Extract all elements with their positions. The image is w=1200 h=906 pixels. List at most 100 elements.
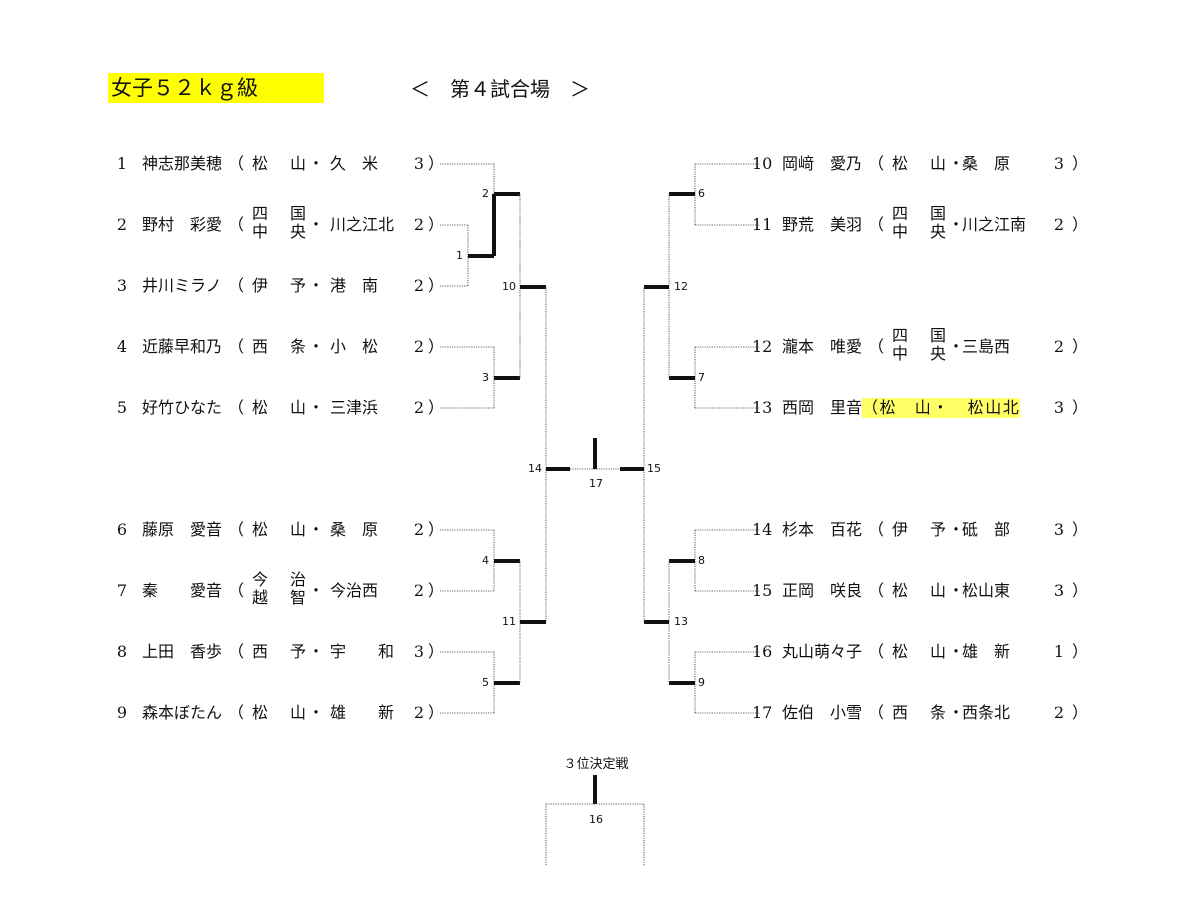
entry-paren: （ [868,215,885,234]
entry-seed: 5 [116,398,128,417]
match-number: 5 [482,676,489,689]
entry-pref: 四 中 [251,204,268,241]
entry-sep: ・ [948,642,965,661]
entry-name: 西岡 里音 [782,398,863,417]
entry-sep: ・ [308,215,325,234]
page-title: 女子５２ｋｇ級 [108,73,324,103]
entry-pref: 山 [289,398,306,417]
entry-pref: 松 [251,154,268,173]
entry-school: 砥 部 [962,520,1011,539]
match-number: 4 [482,554,489,567]
entry-school: 港 南 [330,276,379,295]
entry-pref: 予 [929,520,946,539]
entry-pref: 伊 [251,276,268,295]
entry-grade: 1 [1053,642,1065,661]
entry-school: 西条北 [962,703,1011,722]
entry-paren: （ [868,337,885,356]
entry-seed: 10 [752,154,773,173]
entry-pref: 条 [289,337,306,356]
entry-sep: ・ [308,154,325,173]
entry-name: 杉本 百花 [782,520,863,539]
entry-sep: ・ [948,215,965,234]
entry-school: 松山東 [962,581,1011,600]
entry-name: 瀧本 唯愛 [782,337,863,356]
entry-seed: 11 [752,215,773,234]
entry-grade: 2 [413,215,425,234]
entry-pref: 松 [251,703,268,722]
entry-pref: 四 中 [891,204,908,241]
entry-name: 井川ミラノ [142,276,222,295]
match-number: 6 [698,187,705,200]
entry-grade: 2 [413,337,425,356]
entry-seed: 3 [116,276,128,295]
entry-school: 三津浜 [330,398,379,417]
entry-paren: ） [1072,520,1089,539]
entry-paren: （ [868,520,885,539]
entry-paren: （ [228,703,245,722]
match-number: 9 [698,676,705,689]
entry-seed: 16 [752,642,773,661]
entry-pref: 西 [251,337,268,356]
entry-paren: （ [868,703,885,722]
entry-grade: 2 [413,520,425,539]
entry-seed: 17 [752,703,773,722]
match-number: 13 [674,615,688,628]
match-number: 1 [456,249,463,262]
entry-paren: ） [428,215,445,234]
entry-pref: 予 [289,276,306,295]
entry-school: 宇 和 [330,642,395,661]
entry-paren: （ [228,215,245,234]
entry-name: 好竹ひなた [142,398,223,417]
entry-name: 丸山萌々子 [782,642,863,661]
entry-pref: 山 [289,520,306,539]
entry-paren: （ [228,642,245,661]
entry-pref: 伊 [891,520,908,539]
entry-sep: ・ [948,520,965,539]
entry-grade: 2 [413,276,425,295]
entry-pref: 山 [929,154,946,173]
entry-grade: 3 [413,154,425,173]
match-number: 3 [482,371,489,384]
entry-paren: ） [428,703,445,722]
entry-sep: ・ [308,398,325,417]
entry-grade: 3 [413,642,425,661]
entry-paren: ） [1072,337,1089,356]
entry-seed: 6 [116,520,128,539]
entry-pref: 今 越 [251,570,268,607]
entry-school: 桑 原 [962,154,1011,173]
entry-seed: 15 [752,581,773,600]
entry-paren: ） [428,520,445,539]
match-number: 12 [674,280,688,293]
match-number: 2 [482,187,489,200]
entry-pref: 治 智 [289,570,306,607]
match-number: 8 [698,554,705,567]
entry-pref: 山 [929,642,946,661]
entry-paren: （ [228,337,245,356]
entry-school: 川之江北 [330,215,395,234]
entry-paren: ） [428,154,445,173]
entry-paren: （ [228,398,245,417]
entry-name: 上田 香歩 [142,642,223,661]
entry-grade: 2 [1053,703,1065,722]
entry-seed: 7 [116,581,128,600]
entry-paren: （ [868,154,885,173]
third-place-label: ３位決定戦 [563,757,629,772]
highlight-label: （松 山・ 松山北 [862,398,1021,418]
entry-seed: 9 [116,703,128,722]
match-number: 17 [589,477,603,490]
entry-pref: 国 央 [929,326,946,363]
entry-paren: ） [1072,642,1089,661]
entry-pref: 山 [929,581,946,600]
entry-paren: ） [1072,703,1089,722]
